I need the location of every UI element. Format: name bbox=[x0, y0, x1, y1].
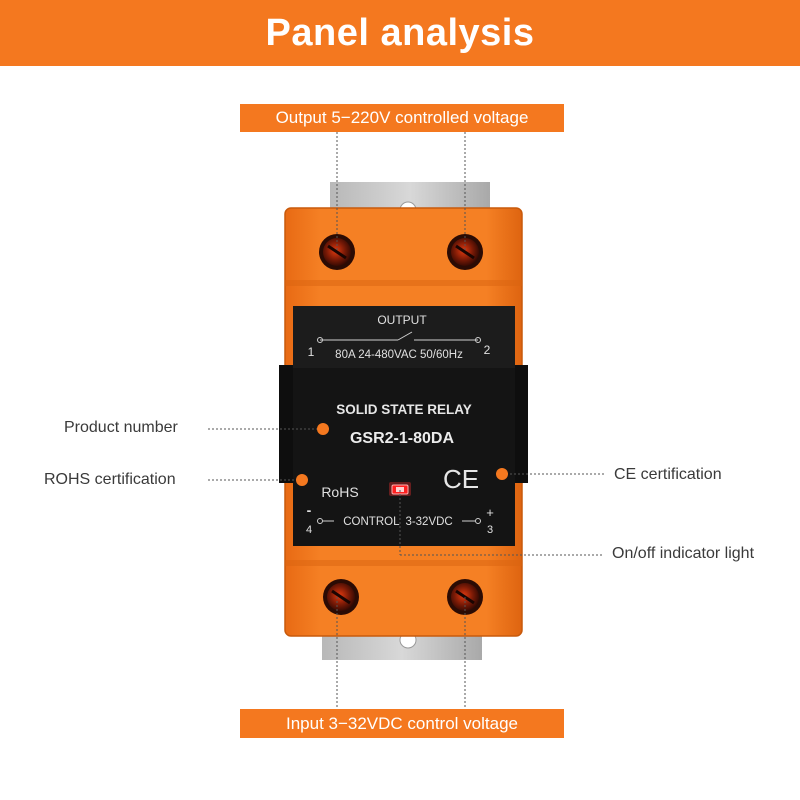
page-title: Panel analysis bbox=[265, 11, 535, 54]
output-voltage-banner: Output 5−220V controlled voltage bbox=[240, 104, 564, 132]
ce-mark: CE bbox=[443, 464, 479, 494]
output-label: OUTPUT bbox=[377, 313, 427, 327]
terminal-1-label: 1 bbox=[308, 345, 315, 359]
terminal-4-label: 4 bbox=[306, 524, 312, 536]
input-voltage-banner: Input 3−32VDC control voltage bbox=[240, 709, 564, 738]
header-bar: Panel analysis bbox=[0, 0, 800, 66]
screw-terminal-top-left bbox=[319, 234, 355, 270]
screw-terminal-bottom-left bbox=[323, 579, 359, 615]
indicator-light-callout: On/off indicator light bbox=[612, 545, 755, 562]
output-voltage-text: Output 5−220V controlled voltage bbox=[275, 108, 529, 127]
callout-dot-rohs bbox=[296, 474, 308, 486]
ce-certification-callout: CE certification bbox=[614, 466, 722, 483]
label-panel bbox=[293, 306, 515, 546]
control-label: CONTROL 3-32VDC bbox=[343, 516, 453, 528]
minus-sign: - bbox=[307, 502, 312, 518]
callout-dot-ce bbox=[496, 468, 508, 480]
output-spec: 80A 24-480VAC 50/60Hz bbox=[335, 349, 463, 361]
callout-lines bbox=[208, 132, 604, 709]
indicator-led bbox=[389, 482, 411, 496]
terminal-3-label: 3 bbox=[487, 524, 493, 536]
rohs-certification-callout: ROHS certification bbox=[44, 471, 176, 488]
terminal-2-label: 2 bbox=[484, 343, 491, 357]
product-number-callout: Product number bbox=[64, 419, 178, 436]
rohs-mark: RoHS bbox=[321, 484, 358, 500]
model-number: GSR2-1-80DA bbox=[350, 430, 454, 447]
plus-sign: + bbox=[486, 505, 494, 520]
relay-title: SOLID STATE RELAY bbox=[336, 402, 472, 417]
input-voltage-text: Input 3−32VDC control voltage bbox=[285, 713, 518, 733]
callout-dot-product-number bbox=[317, 423, 329, 435]
screw-terminal-top-right bbox=[447, 234, 483, 270]
